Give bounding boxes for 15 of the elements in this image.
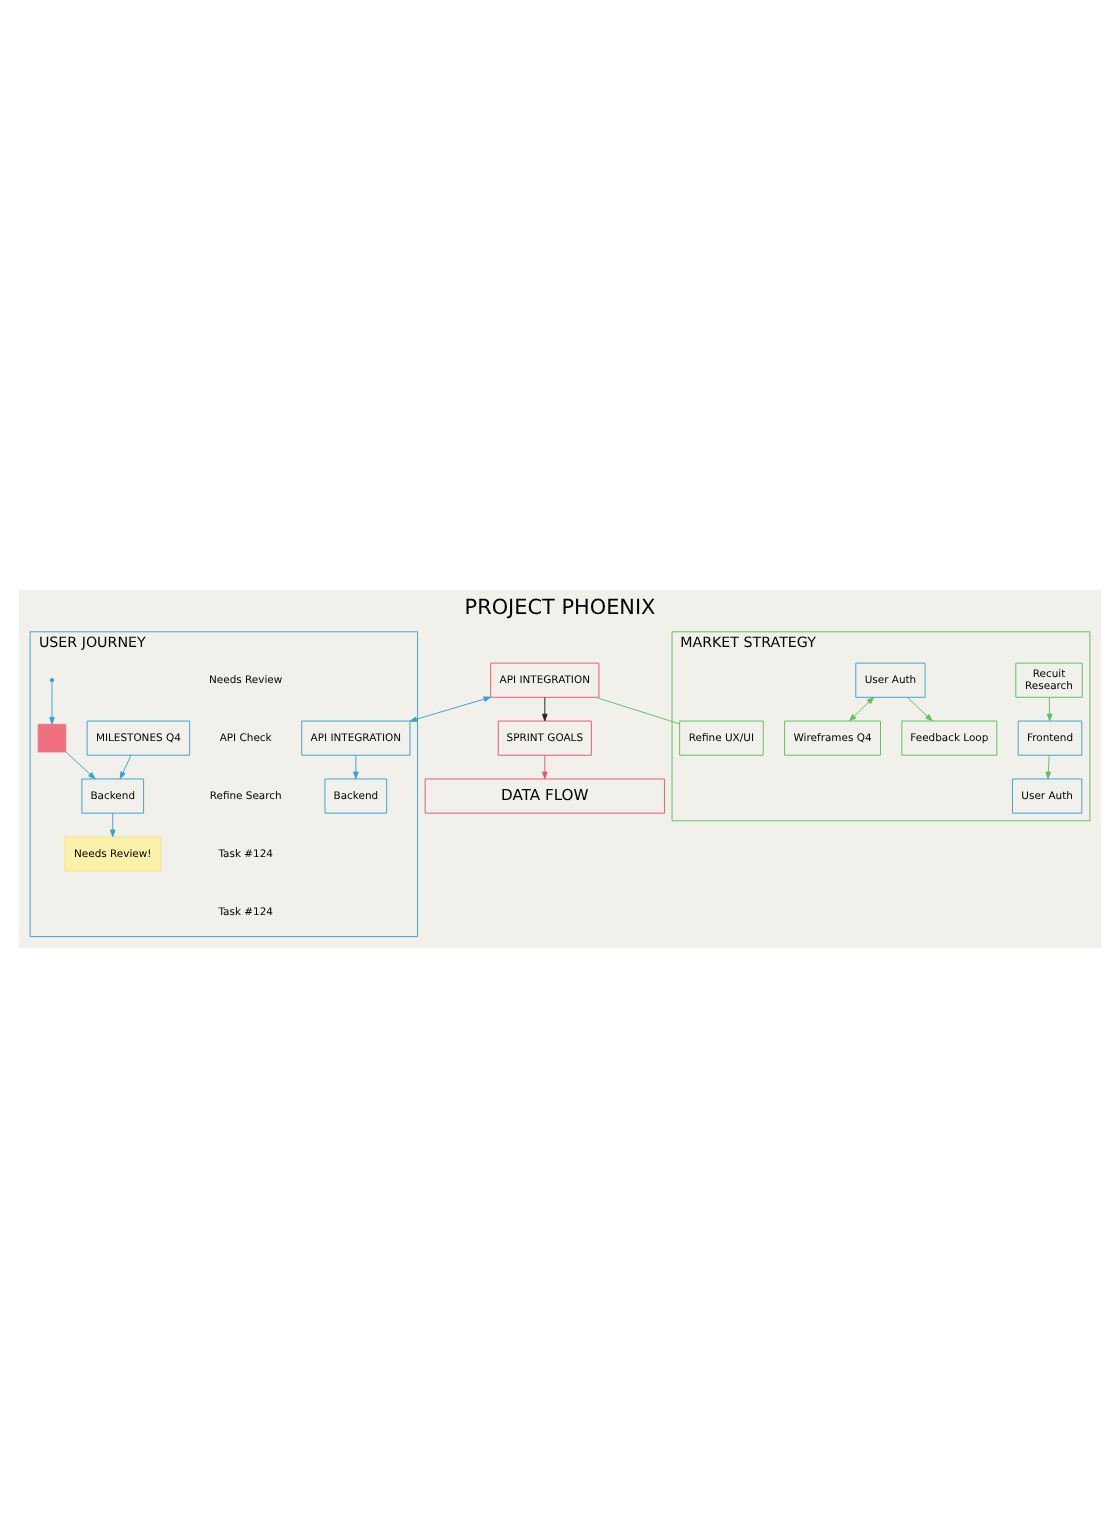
arrow bbox=[353, 753, 359, 779]
arrow bbox=[65, 750, 96, 779]
arrow bbox=[907, 695, 933, 721]
arrow bbox=[1045, 753, 1052, 779]
connector bbox=[595, 695, 680, 724]
arrow bbox=[1046, 695, 1053, 721]
arrow bbox=[49, 680, 55, 724]
node-box bbox=[37, 722, 67, 752]
arrow bbox=[542, 753, 548, 779]
arrow bbox=[849, 695, 875, 721]
arrow bbox=[109, 811, 116, 837]
diagram-title: PROJECT PHOENIX bbox=[464, 595, 656, 620]
arrow bbox=[409, 695, 492, 721]
arrow bbox=[119, 753, 132, 779]
arrow bbox=[542, 695, 548, 721]
